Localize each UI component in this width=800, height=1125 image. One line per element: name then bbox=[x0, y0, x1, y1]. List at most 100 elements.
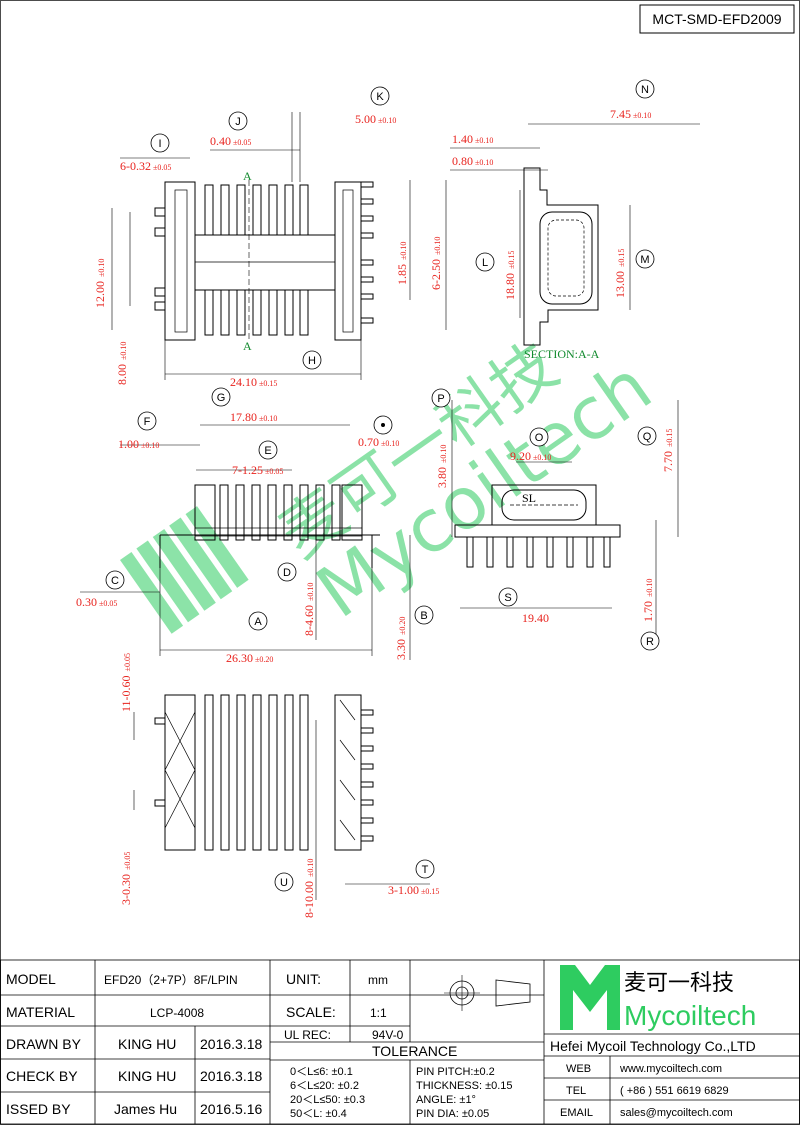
view-top-left: A A bbox=[111, 112, 447, 380]
dim-d: 8-4.60±0.10 bbox=[302, 583, 316, 636]
svg-text:B: B bbox=[420, 610, 427, 622]
dim-u3: 8-10.00±0.10 bbox=[302, 859, 316, 918]
drawing-number: MCT-SMD-EFD2009 bbox=[652, 11, 781, 27]
company-full-name: Hefei Mycoil Technology Co.,LTD bbox=[550, 1038, 756, 1054]
svg-text:L: L bbox=[482, 257, 488, 269]
dim-u1: 11-0.60±0.05 bbox=[119, 653, 133, 712]
ul-rec-label: UL REC: bbox=[284, 1028, 331, 1042]
dim-140: 1.40±0.10 bbox=[452, 132, 493, 146]
web-value: www.mycoiltech.com bbox=[619, 1063, 722, 1075]
scale-label: SCALE: bbox=[286, 1004, 336, 1020]
drawn-by-date: 2016.3.18 bbox=[200, 1036, 262, 1052]
dim-j: 0.40±0.05 bbox=[210, 134, 251, 148]
bubble-dot bbox=[373, 415, 393, 435]
dim-o: 9.20±0.10 bbox=[510, 449, 551, 463]
bubble-n: N bbox=[635, 79, 655, 99]
bubble-i: I bbox=[150, 133, 170, 153]
dim-a: 26.30±0.20 bbox=[226, 651, 273, 665]
company-en: Mycoiltech bbox=[624, 1000, 756, 1031]
issued-by-label: ISSED BY bbox=[6, 1101, 71, 1117]
bubble-l: L bbox=[475, 252, 495, 272]
web-label: WEB bbox=[566, 1063, 591, 1075]
svg-text:C: C bbox=[111, 575, 119, 587]
view-section: SECTION:A-A bbox=[450, 123, 700, 361]
company-logo: 麦可一科技 Mycoiltech bbox=[560, 965, 756, 1031]
svg-text:E: E bbox=[264, 445, 271, 457]
bubble-a: A bbox=[248, 611, 268, 631]
model-value: EFD20（2+7P）8F/LPIN bbox=[104, 973, 238, 987]
dim-q: 7.70±0.15 bbox=[661, 429, 675, 472]
svg-text:N: N bbox=[641, 84, 649, 96]
svg-text:Q: Q bbox=[643, 431, 652, 443]
dim-dot: 0.70±0.10 bbox=[358, 435, 399, 449]
dimension-labels: 6-0.32±0.05 0.40±0.05 5.00±0.10 24.10±0.… bbox=[76, 107, 675, 918]
material-label: MATERIAL bbox=[6, 1004, 75, 1020]
bubble-h: H bbox=[302, 350, 322, 370]
email-label: EMAIL bbox=[560, 1107, 593, 1119]
title-block: MODEL EFD20（2+7P）8F/LPIN MATERIAL LCP-40… bbox=[0, 959, 800, 1125]
bubble-s: S bbox=[498, 587, 518, 607]
dim-k: 5.00±0.10 bbox=[355, 112, 396, 126]
bubble-e: E bbox=[258, 440, 278, 460]
angle: ANGLE: ±1° bbox=[416, 1094, 476, 1106]
dim-c: 0.30±0.05 bbox=[76, 595, 117, 609]
bubble-f: F bbox=[137, 411, 157, 431]
bubble-o: O bbox=[529, 427, 549, 447]
drawn-by-label: DRAWN BY bbox=[6, 1036, 82, 1052]
check-by-name: KING HU bbox=[118, 1068, 176, 1084]
dim-t: 3-1.00±0.15 bbox=[388, 883, 439, 897]
svg-text:O: O bbox=[535, 432, 544, 444]
bubble-u: U bbox=[274, 872, 294, 892]
section-title: SECTION:A-A bbox=[524, 347, 600, 361]
svg-text:I: I bbox=[158, 138, 161, 150]
bubble-q: Q bbox=[637, 426, 657, 446]
unit-label: UNIT: bbox=[286, 971, 321, 987]
dim-185: 1.85±0.10 bbox=[395, 242, 409, 285]
dim-250: 6-2.50±0.10 bbox=[429, 237, 443, 290]
dim-p: 3.80±0.10 bbox=[435, 445, 449, 488]
issued-by-date: 2016.5.16 bbox=[200, 1101, 262, 1117]
dim-l: 18.80±0.15 bbox=[503, 251, 517, 300]
bubble-p: P bbox=[431, 388, 451, 408]
bubble-b: B bbox=[414, 605, 434, 625]
svg-text:S: S bbox=[504, 592, 511, 604]
dim-e: 7-1.25±0.05 bbox=[232, 463, 283, 477]
issued-by-name: James Hu bbox=[114, 1101, 177, 1117]
tolerance-line-2: 6＜L≤20: ±0.2 bbox=[290, 1080, 359, 1092]
dim-s: 19.40 bbox=[522, 611, 549, 625]
bubble-d: D bbox=[277, 562, 297, 582]
svg-text:H: H bbox=[308, 355, 316, 367]
pin-pitch: PIN PITCH:±0.2 bbox=[416, 1066, 495, 1078]
check-by-label: CHECK BY bbox=[6, 1068, 78, 1084]
scale-value: 1:1 bbox=[370, 1006, 387, 1020]
watermark: 麦可一科技 Mycoiltech bbox=[120, 329, 666, 634]
dim-8: 8.00±0.10 bbox=[115, 342, 129, 385]
svg-text:U: U bbox=[280, 877, 288, 889]
svg-text:G: G bbox=[217, 392, 226, 404]
svg-text:M: M bbox=[640, 254, 649, 266]
check-by-date: 2016.3.18 bbox=[200, 1068, 262, 1084]
dim-g: 17.80±0.10 bbox=[230, 410, 277, 424]
svg-text:F: F bbox=[144, 416, 151, 428]
dim-u2: 3-0.30±0.05 bbox=[119, 852, 133, 905]
view-side: SL bbox=[451, 400, 679, 640]
drawing-number-box: MCT-SMD-EFD2009 bbox=[639, 4, 795, 34]
svg-text:D: D bbox=[283, 567, 291, 579]
svg-text:J: J bbox=[235, 116, 241, 128]
tolerance-line-1: 0＜L≤6: ±0.1 bbox=[290, 1066, 353, 1078]
svg-text:A: A bbox=[254, 616, 262, 628]
thickness: THICKNESS: ±0.15 bbox=[416, 1080, 513, 1092]
dim-r: 1.70±0.10 bbox=[641, 579, 655, 622]
dim-080: 0.80±0.10 bbox=[452, 154, 493, 168]
bubble-t: T bbox=[415, 859, 435, 879]
dim-b: 3.30±0.20 bbox=[394, 617, 408, 660]
svg-text:P: P bbox=[437, 393, 444, 405]
tolerance-label: TOLERANCE bbox=[372, 1043, 457, 1059]
bubble-m: M bbox=[635, 249, 655, 269]
tolerance-line-4: 50＜L: ±0.4 bbox=[290, 1108, 347, 1120]
dim-h: 24.10±0.15 bbox=[230, 375, 277, 389]
section-mark-bottom: A bbox=[243, 339, 252, 353]
bubble-r: R bbox=[640, 631, 660, 651]
view-bottom bbox=[133, 694, 430, 900]
